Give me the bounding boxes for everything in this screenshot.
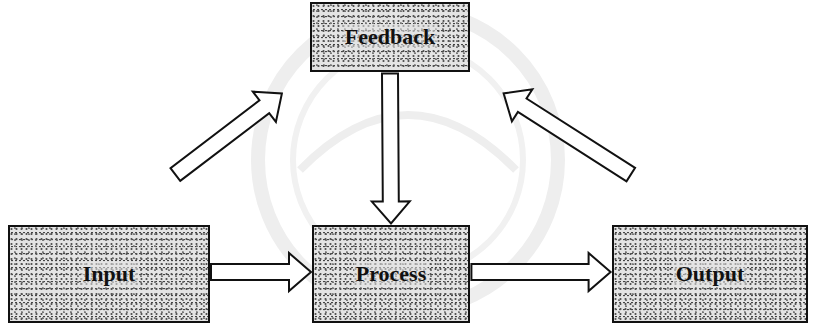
box-label: Output xyxy=(674,261,746,287)
box-label: Input xyxy=(81,261,138,287)
block-arrow xyxy=(211,253,311,291)
box-label: Process xyxy=(354,261,428,287)
arrow-outline xyxy=(211,253,311,291)
arrow-outline xyxy=(171,92,282,181)
process-box: Input xyxy=(8,225,210,323)
box-label: Feedback xyxy=(343,24,437,50)
block-arrow xyxy=(171,92,282,181)
watermark-arc xyxy=(300,115,516,170)
block-arrow xyxy=(504,89,635,181)
process-box: Process xyxy=(312,225,470,323)
process-box: Output xyxy=(612,225,808,323)
arrow-outline xyxy=(471,253,610,291)
block-arrow xyxy=(372,74,410,224)
block-arrow xyxy=(471,253,610,291)
process-box: Feedback xyxy=(310,2,470,72)
arrow-outline xyxy=(504,89,635,181)
arrow-outline xyxy=(372,74,410,224)
